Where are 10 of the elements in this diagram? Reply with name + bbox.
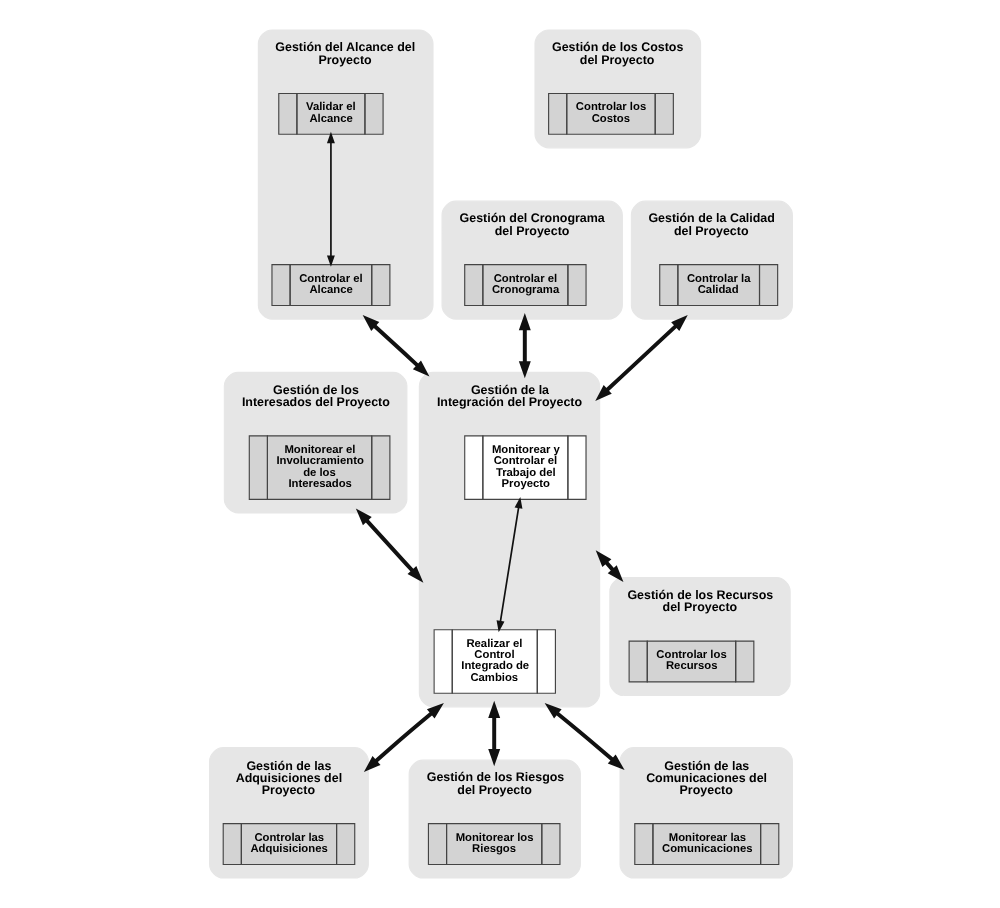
arrow (543, 703, 624, 771)
arrow (362, 703, 443, 772)
arrow (325, 131, 334, 267)
arrow (487, 700, 500, 767)
arrow (495, 496, 522, 633)
arrow (354, 508, 423, 583)
arrow (517, 313, 530, 379)
arrow (361, 315, 429, 377)
arrow (594, 550, 623, 583)
arrow (594, 314, 687, 401)
